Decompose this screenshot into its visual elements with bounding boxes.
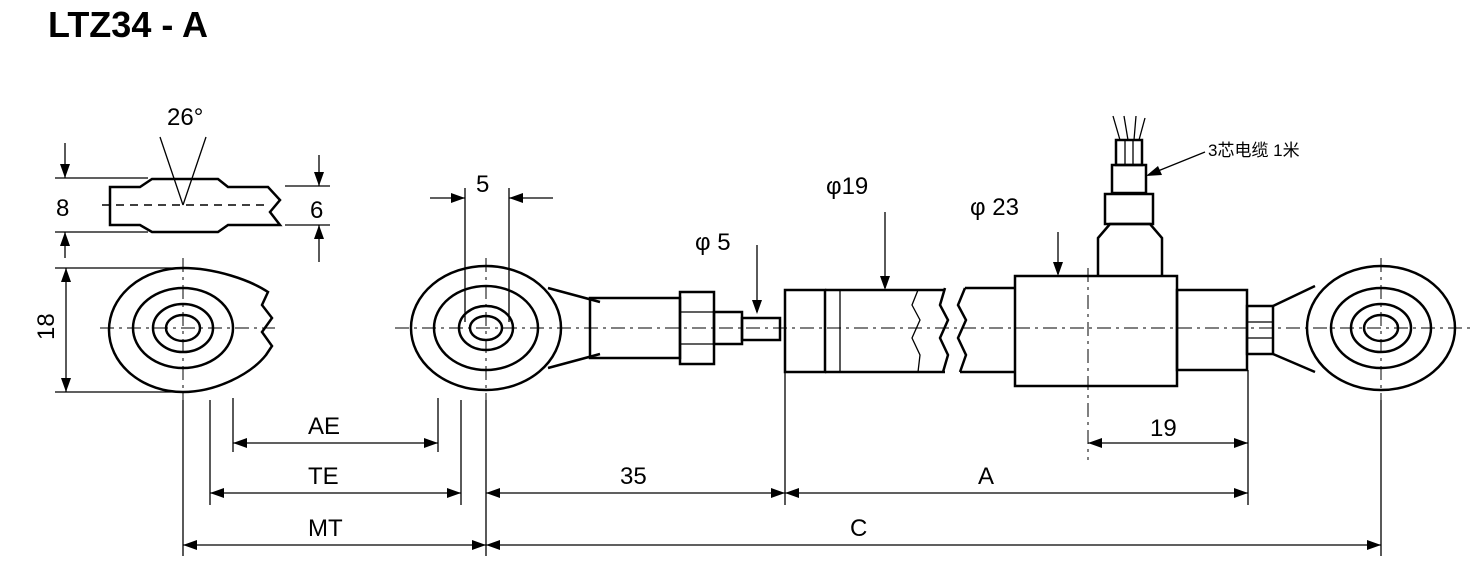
left-rod-end-view: 18 — [33, 258, 275, 400]
dim-5-label: 5 — [476, 171, 489, 198]
assembly-view: 5 φ 5 φ19 φ 23 — [395, 115, 1470, 460]
dim-C-label: C — [850, 515, 867, 542]
side-view: 26° 8 6 — [55, 104, 330, 262]
drawing-title: LTZ34 - A — [48, 4, 208, 45]
dim-AE-label: AE — [308, 413, 340, 440]
dim-TE-label: TE — [308, 463, 339, 490]
dim-8-label: 8 — [56, 195, 69, 222]
phi-19-label: φ19 — [826, 173, 868, 200]
cable-note: 3芯电缆 1米 — [1208, 141, 1300, 160]
dim-19-label: 19 — [1150, 415, 1177, 442]
dim-18-label: 18 — [33, 313, 60, 340]
phi-5-label: φ 5 — [695, 229, 731, 256]
dim-35-label: 35 — [620, 463, 647, 490]
bottom-dimensions: AE TE MT 35 A 19 C — [182, 370, 1382, 556]
angle-label: 26° — [167, 104, 203, 131]
dim-6-label: 6 — [310, 197, 323, 224]
phi-23-label: φ 23 — [970, 194, 1019, 221]
dim-A-label: A — [978, 463, 994, 490]
dim-MT-label: MT — [308, 515, 343, 542]
